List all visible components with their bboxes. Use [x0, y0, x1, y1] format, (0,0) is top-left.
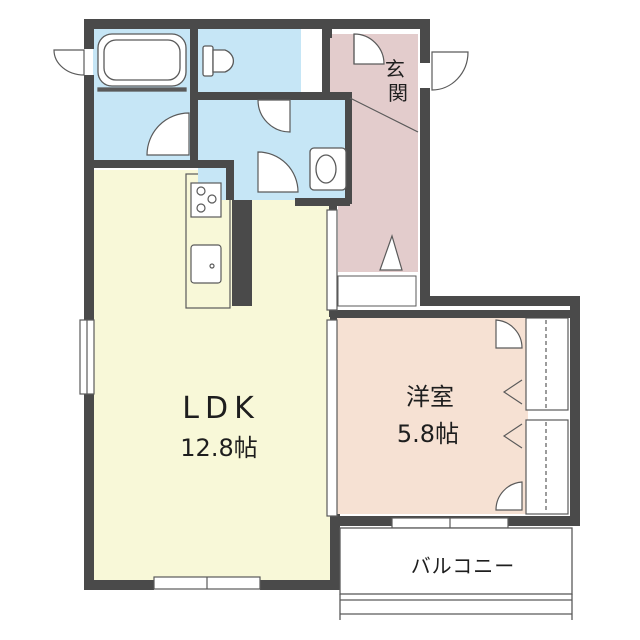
storage: [337, 275, 417, 307]
closet-2: [525, 419, 569, 515]
stove: [190, 182, 222, 218]
entrance-label: 玄 関: [385, 57, 411, 105]
ldk-size-label: 12.8帖: [180, 434, 257, 462]
doors: [53, 33, 523, 511]
western-room-label: 洋室: [406, 383, 454, 411]
western-room-size-label: 5.8帖: [397, 420, 459, 448]
closet-1: [525, 317, 569, 411]
toilet: [202, 45, 234, 77]
kitchen-sink: [190, 244, 222, 284]
washbasin: [309, 147, 347, 191]
western-room-floor: [336, 318, 528, 514]
entrance-label-char-1: 玄: [385, 57, 405, 81]
ldk-label: LDK: [182, 391, 260, 426]
balcony: [339, 527, 573, 620]
entrance-step-marker: [379, 234, 403, 271]
closet-doors: [502, 320, 547, 512]
bathtub: [97, 33, 187, 92]
entrance-label-char-2: 関: [388, 81, 408, 105]
windows: [79, 209, 509, 590]
balcony-label: バルコニー: [411, 554, 516, 578]
